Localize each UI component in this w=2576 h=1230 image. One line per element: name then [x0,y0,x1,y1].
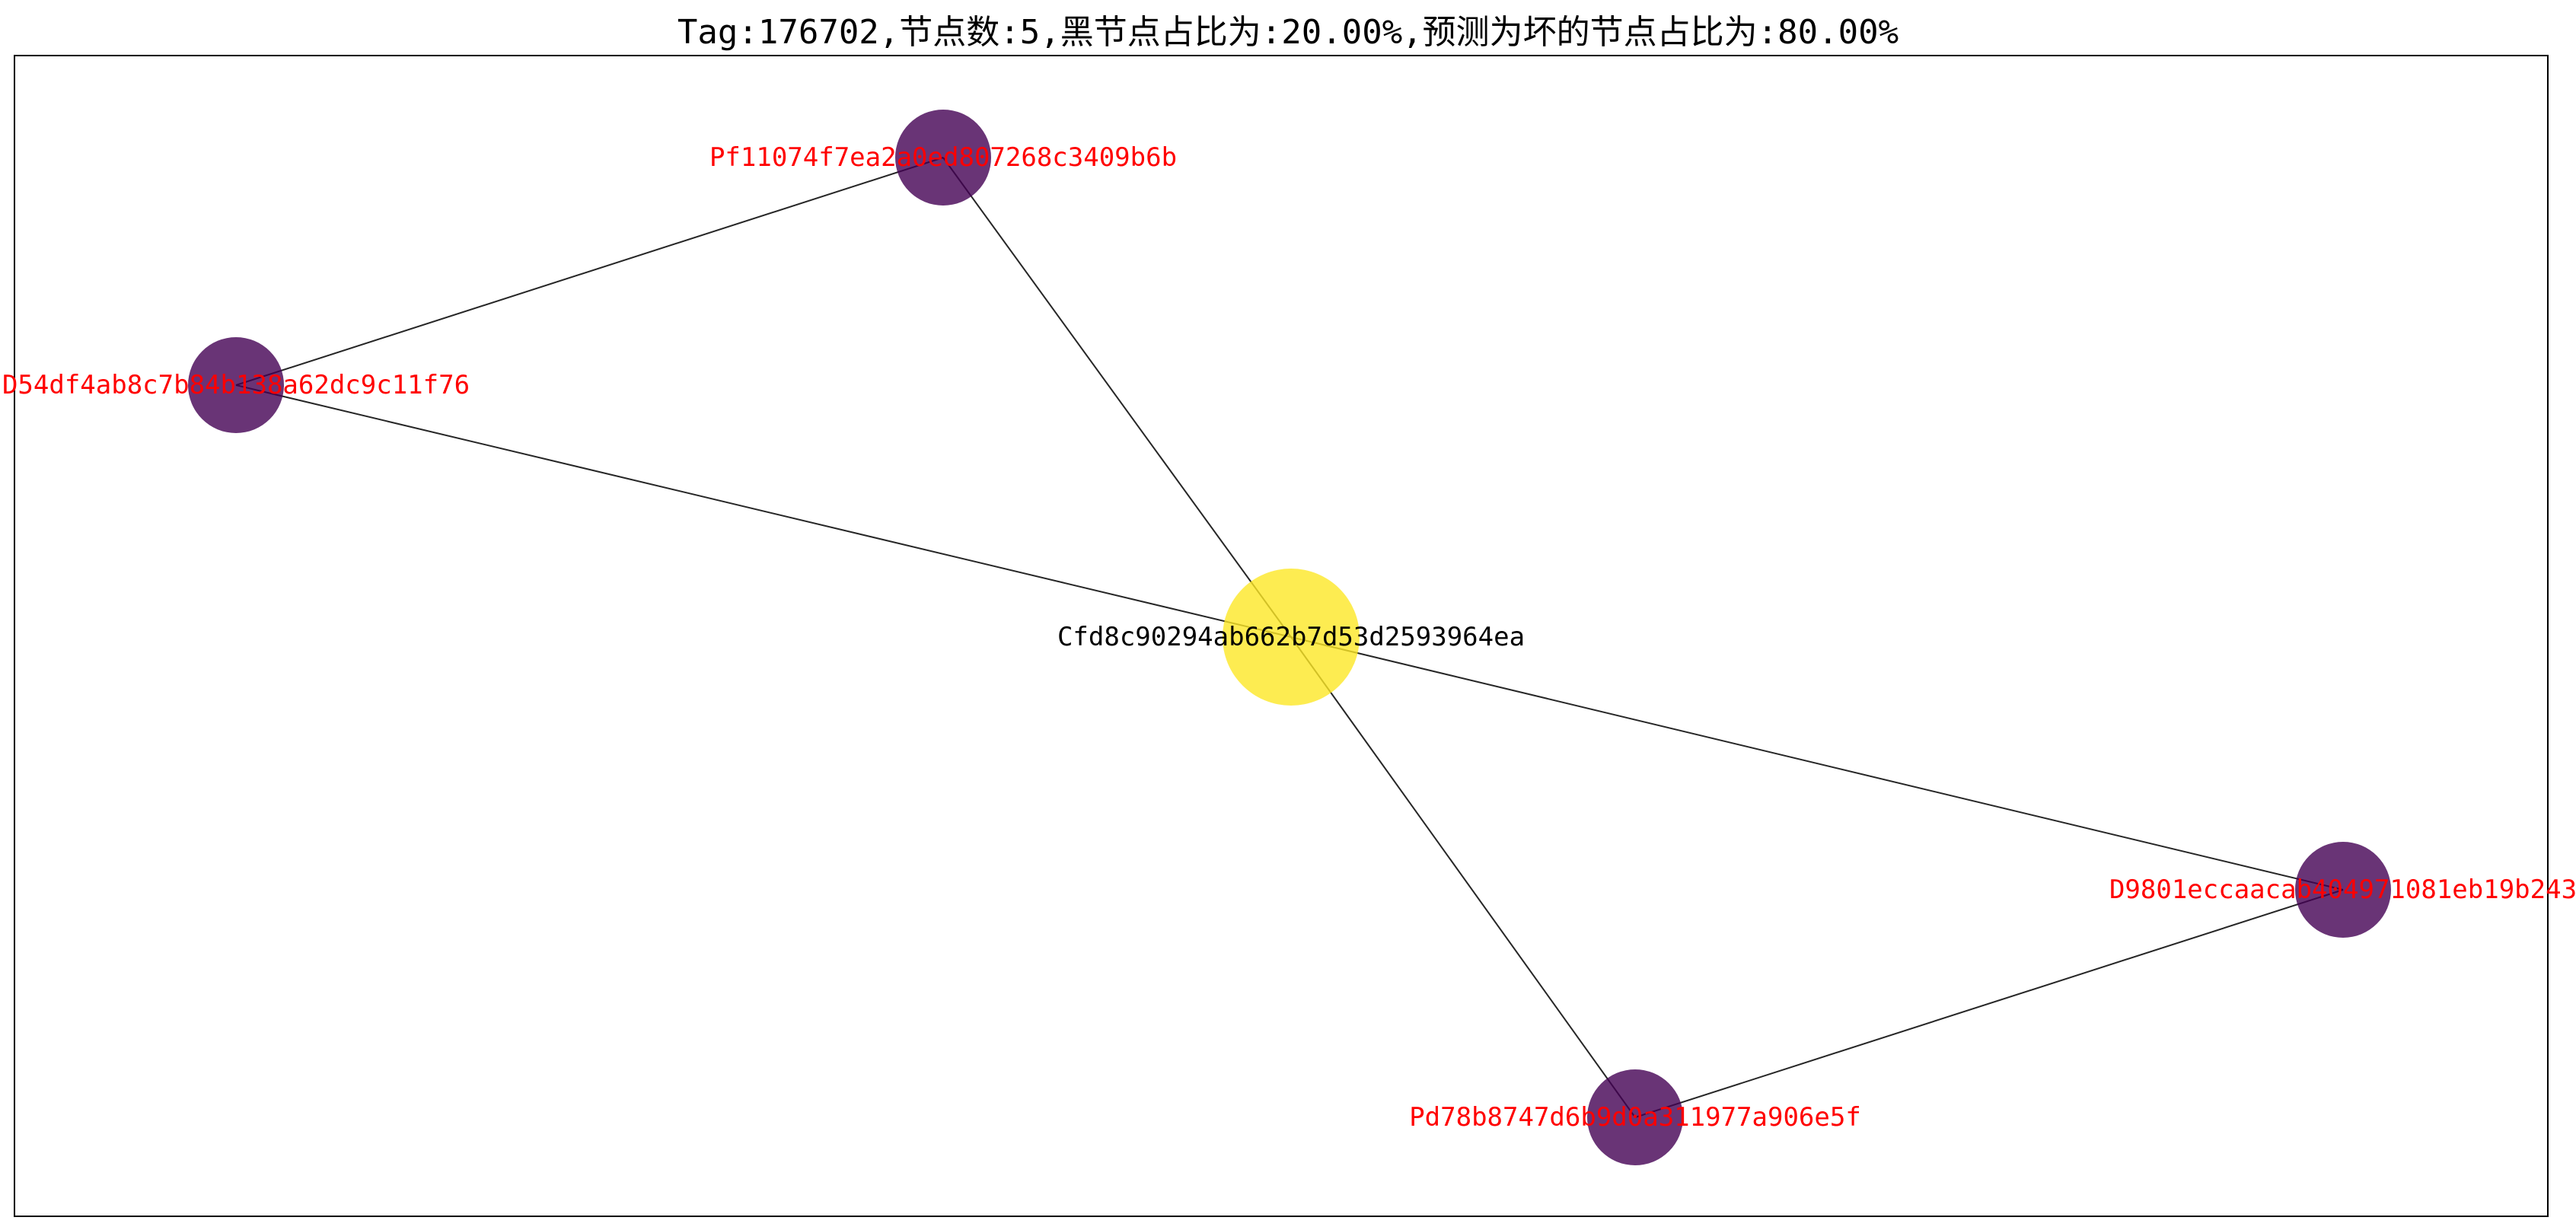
edges-layer [235,157,2344,1118]
peer-node [1587,1069,1683,1165]
graph-edge [1290,636,1636,1118]
node-label: Pf11074f7ea2a0ed807268c3409b6b [709,142,1177,173]
graph-edge [235,384,1292,638]
peer-node [2295,842,2391,938]
graph-frame: Cfd8c90294ab662b7d53d2593964ea Pf11074f7e… [2,55,2576,1217]
graph-edge [235,157,944,386]
center-node [1223,569,1360,706]
graph-edge [1634,889,2344,1118]
graph-edge [942,157,1292,638]
graph-canvas: Cfd8c90294ab662b7d53d2593964ea Pf11074f7e… [2,110,2576,1165]
nodes-layer [188,110,2391,1165]
node-label: D9801eccaacab404971081eb19b243 [2109,875,2576,905]
labels-layer: Cfd8c90294ab662b7d53d2593964ea Pf11074f7e… [2,142,2576,1133]
graph-title: Tag:176702,节点数:5,黑节点占比为:20.00%,预测为坏的节点占比… [677,13,1899,52]
node-label: D54df4ab8c7b84b138a62dc9c11f76 [2,370,470,400]
peer-node [895,110,991,206]
node-label: Pd78b8747d6b9d0a311977a906e5f [1409,1102,1861,1133]
graph-edge [1290,636,2344,891]
peer-node [188,337,284,433]
node-label: Cfd8c90294ab662b7d53d2593964ea [1057,622,1525,652]
